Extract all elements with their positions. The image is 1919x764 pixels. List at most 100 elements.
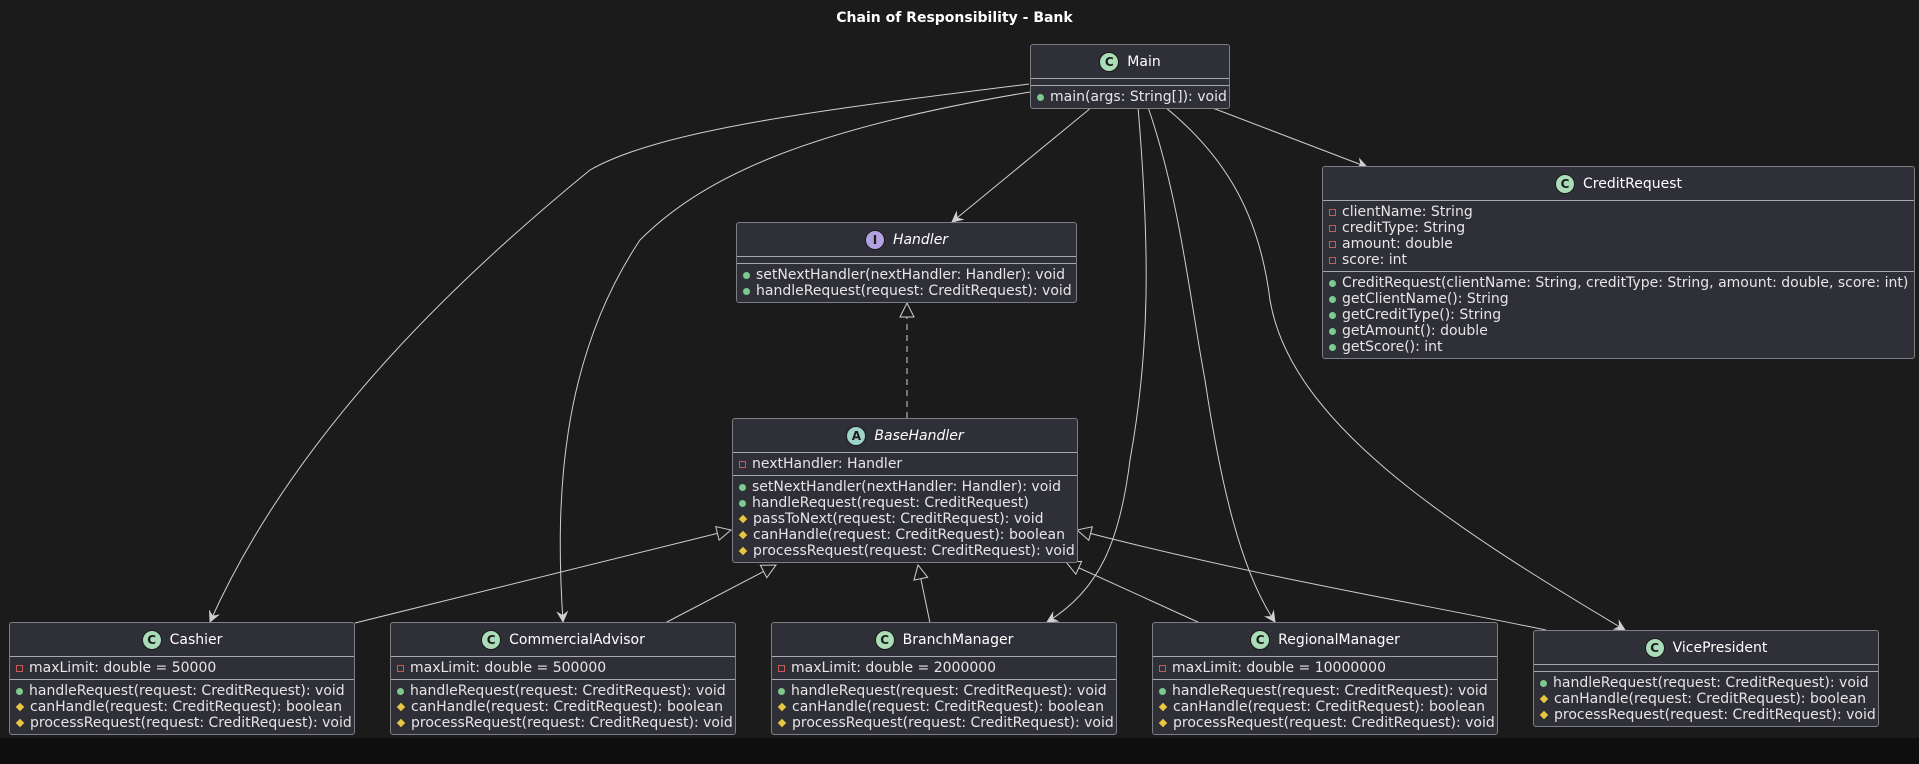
edge-main-regionalmanager bbox=[1147, 106, 1276, 623]
method-signature: handleRequest(request: CreditRequest): v… bbox=[1172, 683, 1488, 699]
private-visibility-icon bbox=[1329, 224, 1336, 232]
field-signature: score: int bbox=[1342, 252, 1408, 268]
method-signature: handleRequest(request: CreditRequest) bbox=[752, 495, 1029, 511]
method-signature: main(args: String[]): void bbox=[1050, 89, 1227, 105]
method-signature: getScore(): int bbox=[1342, 339, 1443, 355]
method-row: CreditRequest(clientName: String, credit… bbox=[1329, 275, 1908, 291]
class-name: CommercialAdvisor bbox=[509, 631, 645, 648]
field-row: nextHandler: Handler bbox=[739, 456, 1071, 472]
public-visibility-icon bbox=[1159, 687, 1166, 695]
field-signature: maxLimit: double = 10000000 bbox=[1172, 660, 1386, 676]
public-visibility-icon bbox=[1329, 343, 1336, 351]
protected-visibility-icon bbox=[777, 702, 787, 712]
class-stereotype-icon: C bbox=[1644, 637, 1665, 658]
field-row: clientName: String bbox=[1329, 204, 1908, 220]
private-visibility-icon bbox=[778, 664, 785, 672]
class-header: C VicePresident bbox=[1534, 631, 1878, 665]
public-visibility-icon bbox=[397, 687, 404, 695]
protected-visibility-icon bbox=[1539, 710, 1549, 720]
method-signature: getCreditType(): String bbox=[1342, 307, 1502, 323]
method-list: handleRequest(request: CreditRequest): v… bbox=[10, 679, 354, 734]
method-signature: getAmount(): double bbox=[1342, 323, 1488, 339]
protected-visibility-icon bbox=[15, 702, 25, 712]
public-visibility-icon bbox=[1037, 93, 1044, 101]
field-list: maxLimit: double = 10000000 bbox=[1153, 657, 1497, 679]
method-row: getScore(): int bbox=[1329, 339, 1908, 355]
class-handler: I Handler setNextHandler(nextHandler: Ha… bbox=[736, 222, 1077, 303]
public-visibility-icon bbox=[16, 687, 23, 695]
field-signature: clientName: String bbox=[1342, 204, 1473, 220]
protected-visibility-icon bbox=[738, 514, 748, 524]
class-name: CreditRequest bbox=[1583, 175, 1682, 192]
method-row: processRequest(request: CreditRequest): … bbox=[1539, 707, 1876, 723]
method-list: CreditRequest(clientName: String, credit… bbox=[1323, 271, 1914, 358]
field-row: maxLimit: double = 500000 bbox=[397, 660, 729, 676]
method-row: canHandle(request: CreditRequest): boole… bbox=[396, 699, 729, 715]
field-signature: maxLimit: double = 2000000 bbox=[791, 660, 997, 676]
method-row: handleRequest(request: CreditRequest): v… bbox=[16, 683, 348, 699]
method-signature: canHandle(request: CreditRequest): boole… bbox=[30, 699, 342, 715]
public-visibility-icon bbox=[1329, 327, 1336, 335]
field-signature: nextHandler: Handler bbox=[752, 456, 903, 472]
class-stereotype-icon: C bbox=[141, 629, 162, 650]
protected-visibility-icon bbox=[15, 718, 25, 728]
public-visibility-icon bbox=[743, 287, 750, 295]
edge-cashier-extends-basehandler bbox=[354, 530, 731, 624]
method-signature: processRequest(request: CreditRequest): … bbox=[753, 543, 1075, 559]
field-row: creditType: String bbox=[1329, 220, 1908, 236]
method-row: passToNext(request: CreditRequest): void bbox=[738, 511, 1071, 527]
field-row: maxLimit: double = 50000 bbox=[16, 660, 348, 676]
class-header: C CommercialAdvisor bbox=[391, 623, 735, 657]
method-row: handleRequest(request: CreditRequest): v… bbox=[778, 683, 1110, 699]
method-signature: processRequest(request: CreditRequest): … bbox=[792, 715, 1114, 731]
public-visibility-icon bbox=[1540, 679, 1547, 687]
method-row: getClientName(): String bbox=[1329, 291, 1908, 307]
method-signature: CreditRequest(clientName: String, credit… bbox=[1342, 275, 1909, 291]
public-visibility-icon bbox=[739, 483, 746, 491]
edge-branchmanager-extends-basehandler bbox=[918, 565, 931, 624]
method-list: main(args: String[]): void bbox=[1031, 85, 1229, 108]
public-visibility-icon bbox=[778, 687, 785, 695]
field-signature: creditType: String bbox=[1342, 220, 1466, 236]
field-row: maxLimit: double = 10000000 bbox=[1159, 660, 1491, 676]
public-visibility-icon bbox=[743, 271, 750, 279]
edge-main-vicepresident bbox=[1164, 106, 1626, 631]
method-signature: processRequest(request: CreditRequest): … bbox=[411, 715, 733, 731]
class-branchmanager: C BranchManager maxLimit: double = 20000… bbox=[771, 622, 1117, 735]
edge-main-branchmanager bbox=[1046, 106, 1147, 623]
method-signature: setNextHandler(nextHandler: Handler): vo… bbox=[756, 267, 1066, 283]
private-visibility-icon bbox=[397, 664, 404, 672]
relationship-edges bbox=[209, 83, 1626, 631]
method-list: setNextHandler(nextHandler: Handler): vo… bbox=[737, 263, 1076, 302]
private-visibility-icon bbox=[16, 664, 23, 672]
class-header: C CreditRequest bbox=[1323, 167, 1914, 201]
interface-stereotype-icon: I bbox=[864, 229, 885, 250]
method-signature: handleRequest(request: CreditRequest): v… bbox=[410, 683, 726, 699]
protected-visibility-icon bbox=[396, 702, 406, 712]
method-row: canHandle(request: CreditRequest): boole… bbox=[1158, 699, 1491, 715]
protected-visibility-icon bbox=[1158, 702, 1168, 712]
method-signature: processRequest(request: CreditRequest): … bbox=[1173, 715, 1495, 731]
class-name: BranchManager bbox=[902, 631, 1014, 648]
class-vicepresident: C VicePresident handleRequest(request: C… bbox=[1533, 630, 1879, 727]
edge-main-commercialadvisor bbox=[556, 91, 1031, 623]
method-signature: canHandle(request: CreditRequest): boole… bbox=[792, 699, 1104, 715]
edge-main-cashier bbox=[209, 83, 1030, 623]
field-list: maxLimit: double = 2000000 bbox=[772, 657, 1116, 679]
method-signature: canHandle(request: CreditRequest): boole… bbox=[1554, 691, 1866, 707]
method-signature: handleRequest(request: CreditRequest): v… bbox=[1553, 675, 1869, 691]
class-commercialadvisor: C CommercialAdvisor maxLimit: double = 5… bbox=[390, 622, 736, 735]
public-visibility-icon bbox=[1329, 295, 1336, 303]
public-visibility-icon bbox=[739, 499, 746, 507]
method-row: main(args: String[]): void bbox=[1037, 89, 1227, 105]
private-visibility-icon bbox=[1329, 240, 1336, 248]
field-row: maxLimit: double = 2000000 bbox=[778, 660, 1110, 676]
method-signature: canHandle(request: CreditRequest): boole… bbox=[411, 699, 723, 715]
method-row: getAmount(): double bbox=[1329, 323, 1908, 339]
method-row: processRequest(request: CreditRequest): … bbox=[777, 715, 1114, 731]
method-row: setNextHandler(nextHandler: Handler): vo… bbox=[743, 267, 1070, 283]
method-row: handleRequest(request: CreditRequest) bbox=[739, 495, 1071, 511]
method-row: processRequest(request: CreditRequest): … bbox=[1158, 715, 1495, 731]
